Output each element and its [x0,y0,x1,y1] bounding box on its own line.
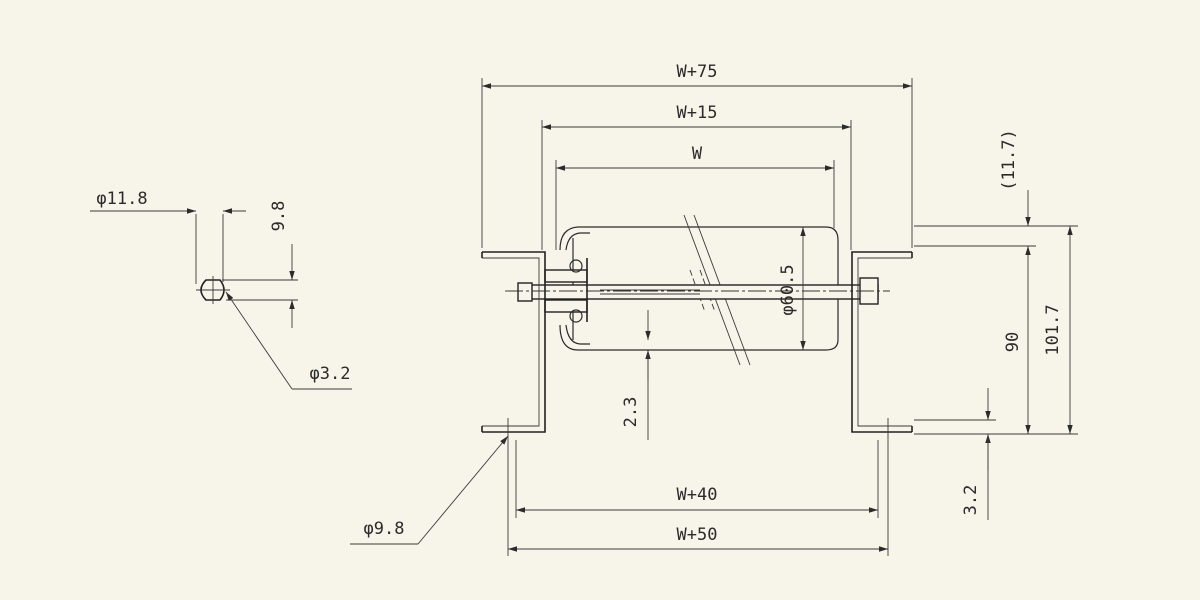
dimension-2-3: 2.3 [621,310,651,440]
label-w: W [692,144,703,164]
label-w-plus-15: W+15 [677,103,718,123]
dimension-11-7: (11.7) [999,129,1031,226]
dimension-w-plus-40: W+40 [515,440,879,518]
label-diameter-60-5: φ60.5 [778,264,798,315]
label-diameter-9-8: φ9.8 [364,519,405,539]
shaft-end-profile [200,279,225,301]
label-diameter-3-2: φ3.2 [310,364,351,384]
bearing [544,269,588,283]
left-bracket [482,251,546,433]
dimension-w-plus-75: W+75 [481,62,913,248]
roller-assembly [481,214,913,446]
bearing [544,299,588,313]
dimension-101-7: 101.7 [1043,226,1073,434]
dimension-diameter-60-5: φ60.5 [778,227,806,350]
label-101-7: 101.7 [1043,304,1063,355]
dimension-3-2-right: 3.2 [961,388,991,520]
right-bracket [851,251,912,433]
dimension-w-plus-15: W+15 [541,103,852,250]
label-w-plus-40: W+40 [677,485,718,505]
label-11-7: (11.7) [999,129,1019,190]
shaft-end-detail: φ11.8 9.8 φ3.2 [90,189,352,390]
label-2-3: 2.3 [621,397,641,428]
dimension-w: W [555,144,835,250]
shaft [527,284,879,300]
extension-lines-right [914,225,1078,435]
dimension-w-plus-50: W+50 [507,446,889,556]
label-90: 90 [1003,332,1023,352]
leader-diameter-9-8: φ9.8 [350,435,509,545]
label-diameter-11-8: φ11.8 [96,189,147,209]
label-w-plus-75: W+75 [677,62,718,82]
label-3-2-right: 3.2 [961,485,981,516]
label-w-plus-50: W+50 [677,525,718,545]
dimension-90: 90 [1003,246,1031,434]
label-9-8-detail: 9.8 [269,201,289,232]
